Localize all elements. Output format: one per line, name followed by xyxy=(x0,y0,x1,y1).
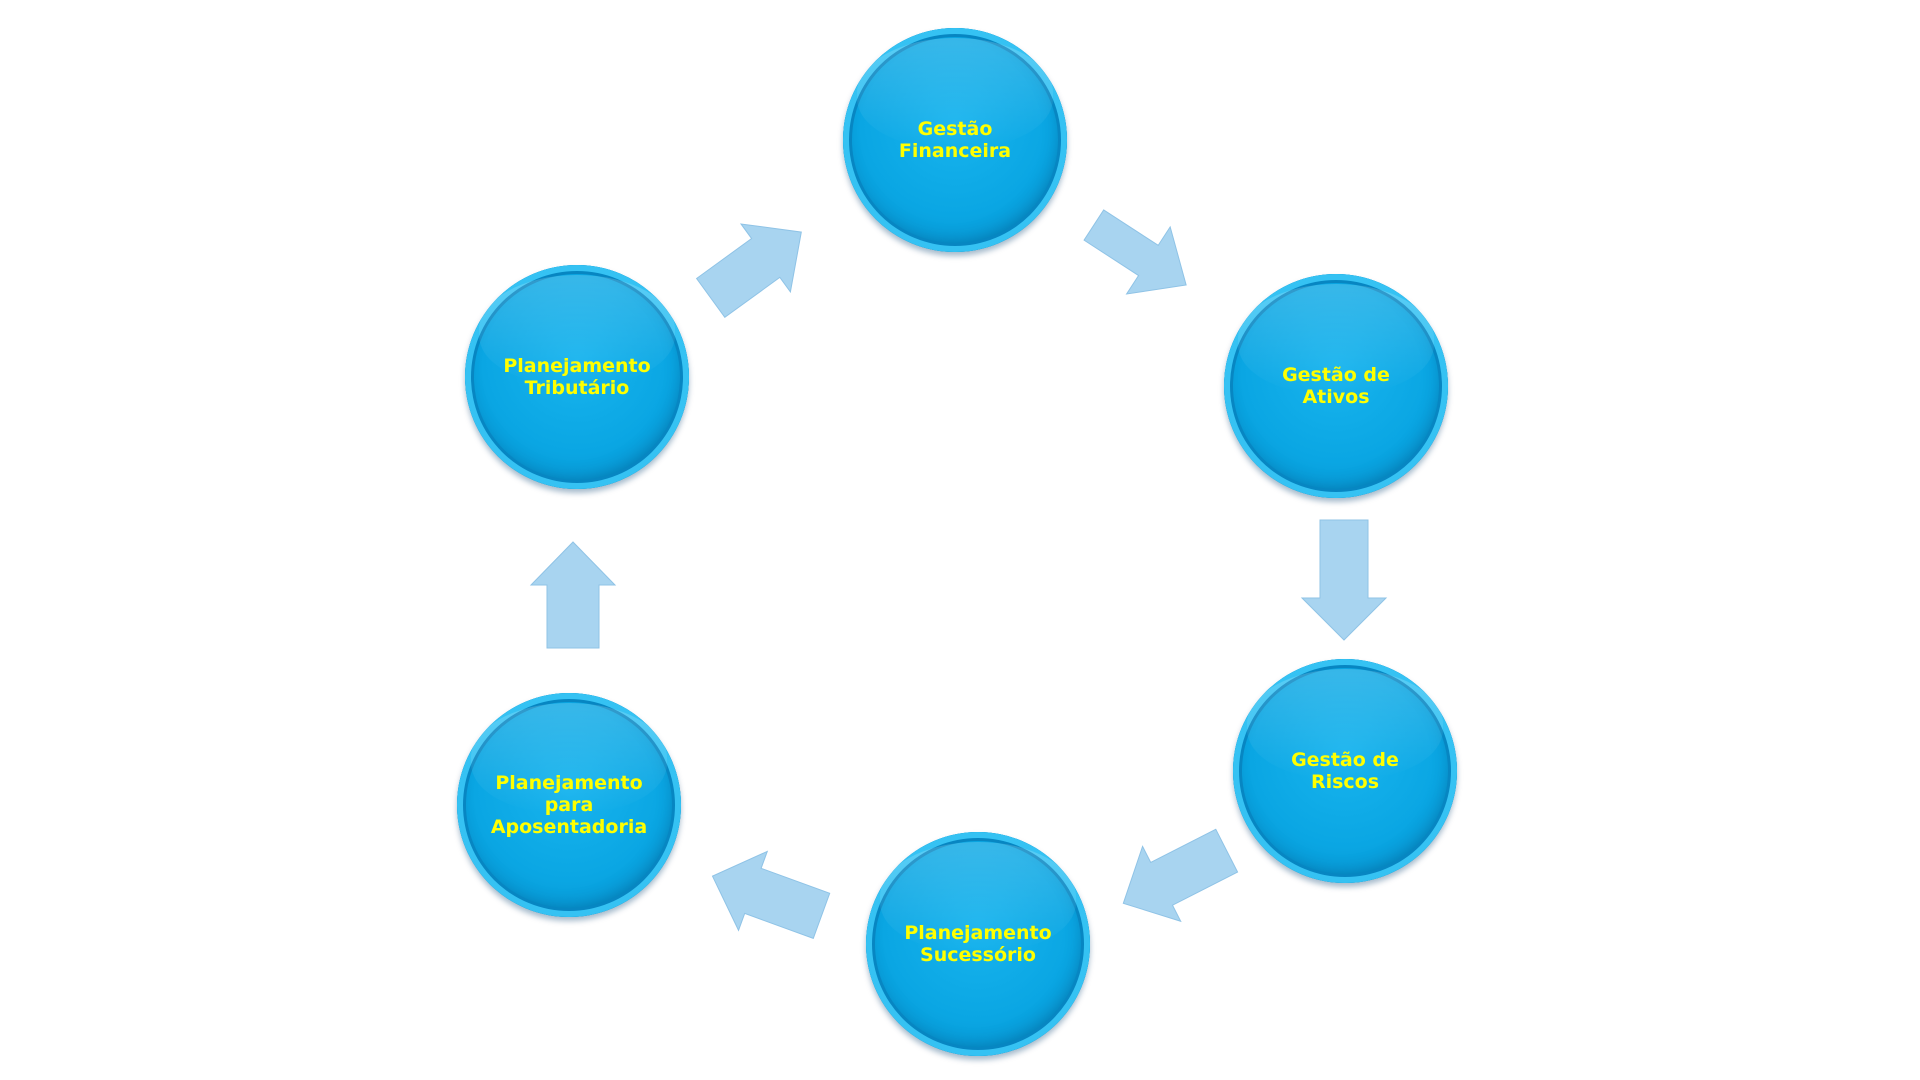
node-label: Planejamento Sucessório xyxy=(904,922,1052,966)
node-planejamento-tributario: Planejamento Tributário xyxy=(465,265,689,489)
arrow-tributario-to-financeira xyxy=(695,223,802,319)
node-planejamento-sucessorio: Planejamento Sucessório xyxy=(866,832,1090,1056)
arrow-riscos-to-sucessorio xyxy=(1122,828,1239,923)
node-label: Gestão de Ativos xyxy=(1282,364,1390,408)
node-label: Gestão Financeira xyxy=(898,118,1012,162)
node-gestao-de-ativos: Gestão de Ativos xyxy=(1224,274,1448,498)
node-label: Planejamento para Aposentadoria xyxy=(490,772,648,838)
node-planejamento-aposentadoria: Planejamento para Aposentadoria xyxy=(457,693,681,917)
arrow-ativos-to-riscos xyxy=(1300,519,1388,641)
node-label: Planejamento Tributário xyxy=(503,355,651,399)
arrow-aposentadoria-to-tributario xyxy=(529,541,617,649)
arrow-financeira-to-ativos xyxy=(1083,209,1187,295)
node-gestao-financeira: Gestão Financeira xyxy=(843,28,1067,252)
arrow-sucessorio-to-aposentadoria xyxy=(711,850,831,940)
node-gestao-de-riscos: Gestão de Riscos xyxy=(1233,659,1457,883)
node-label: Gestão de Riscos xyxy=(1291,749,1399,793)
